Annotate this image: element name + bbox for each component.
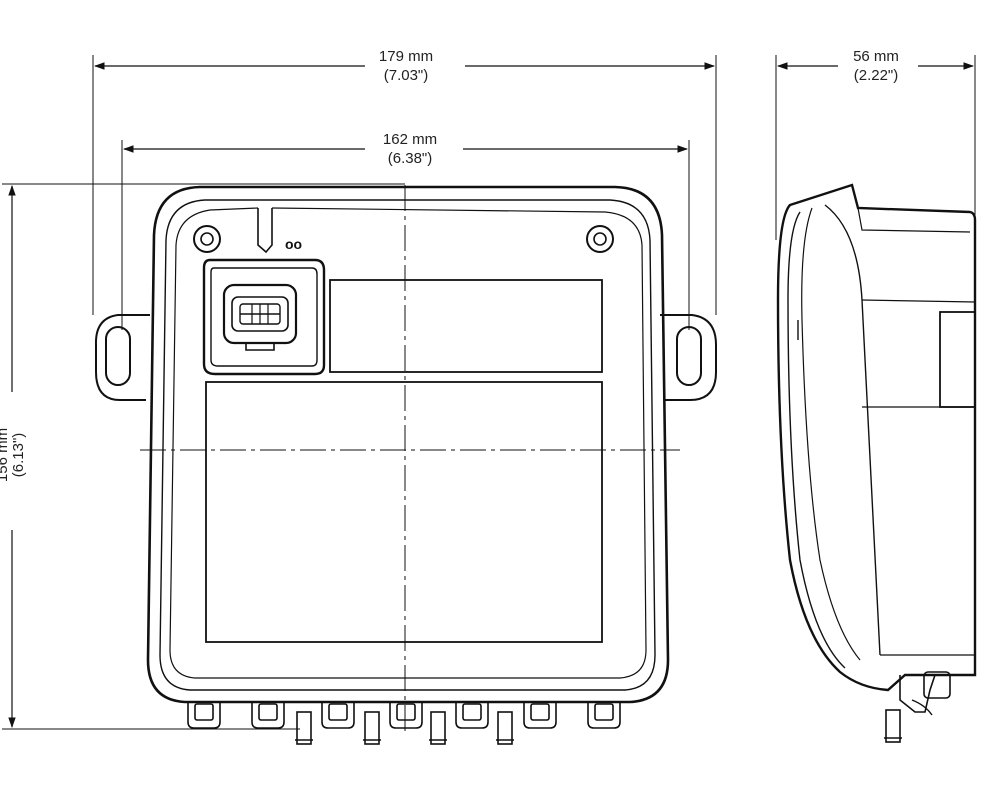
gland-7: [587, 702, 621, 729]
height-metric: 156 mm: [0, 428, 11, 482]
side-pin: [885, 709, 901, 743]
dimension-height: 156 mm (6.13"): [0, 183, 405, 730]
front-view: oo: [94, 185, 717, 745]
label-panel-top: [329, 279, 603, 373]
connector-mark: oo: [285, 236, 302, 252]
side-body-line: [824, 204, 881, 656]
gland-1: [187, 702, 221, 729]
mounting-ear-left: [94, 314, 150, 401]
height-imperial: (6.13"): [10, 433, 27, 478]
width-overall-metric: 179 mm: [379, 48, 433, 65]
pin-4: [497, 711, 513, 745]
side-front-curve: [787, 211, 846, 669]
gland-5: [455, 702, 489, 729]
pin-2: [364, 711, 380, 745]
housing-bezel: [169, 207, 647, 679]
width-inner-metric: 162 mm: [383, 131, 437, 148]
depth-imperial: (2.22"): [854, 67, 899, 84]
cable-glands: [187, 702, 621, 745]
screw-right: [586, 225, 614, 253]
width-inner-imperial: (6.38"): [388, 150, 433, 167]
mounting-slot-right: [676, 326, 702, 386]
housing-inner: [159, 199, 656, 691]
screw-left: [193, 225, 221, 253]
gland-4: [389, 702, 423, 729]
gland-3: [321, 702, 355, 729]
housing-outer: [146, 185, 670, 704]
dimension-width-overall: 179 mm (7.03"): [92, 48, 717, 315]
gland-6: [523, 702, 557, 729]
label-panel-main: [205, 381, 603, 643]
pin-3: [430, 711, 446, 745]
side-front-curve-inner: [801, 207, 861, 661]
side-panel: [939, 311, 976, 408]
mounting-slot-left: [105, 326, 131, 386]
dimension-width-inner: 162 mm (6.38"): [121, 131, 690, 330]
gland-2: [251, 702, 285, 729]
side-outer: [776, 183, 977, 692]
mounting-ear-right: [660, 314, 717, 401]
side-view: [776, 183, 977, 743]
dimension-depth: 56 mm (2.22"): [775, 48, 976, 240]
depth-metric: 56 mm: [853, 48, 899, 65]
width-overall-imperial: (7.03"): [384, 67, 429, 84]
pin-1: [296, 711, 312, 745]
connector-icon: [202, 258, 326, 376]
